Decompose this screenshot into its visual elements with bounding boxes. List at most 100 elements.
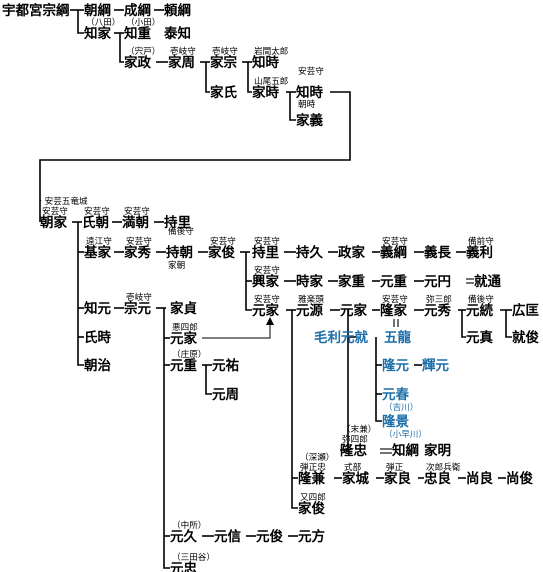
person-yoritsuna: 頼綱 xyxy=(164,2,191,19)
person-note: （深瀬） xyxy=(300,451,334,463)
person-note: 安芸守 xyxy=(210,235,236,247)
person-note: 備後守 xyxy=(168,225,194,237)
person-name: 隆家 xyxy=(380,302,407,319)
person-motokata: 元方 xyxy=(298,528,325,545)
person-name: 家俊 xyxy=(298,500,325,517)
person-takakane: 隆兼（深瀬）弾正忠 xyxy=(298,451,334,487)
person-name: 家貞 xyxy=(170,300,197,317)
person-name: 元重 xyxy=(170,357,197,374)
person-name: 頼綱 xyxy=(164,2,191,19)
person-note: 又四郎 xyxy=(300,491,326,503)
person-note: 弾正 xyxy=(386,461,404,473)
person-name: 義長 xyxy=(424,244,451,261)
person-goryu: 五龍 xyxy=(384,329,411,346)
person-name: 氏朝 xyxy=(82,214,109,231)
person-name: 広匡 xyxy=(512,302,540,319)
person-name: 家氏 xyxy=(210,84,237,101)
person-name: 家明 xyxy=(424,442,451,459)
person-name: 元家 xyxy=(252,302,279,319)
person-name: 元秀 xyxy=(424,302,451,319)
person-tomotsuna2: 知綱 xyxy=(392,442,419,459)
person-name: 義利 xyxy=(466,244,493,261)
person-name: 家政 xyxy=(124,54,151,71)
person-note: 安芸守 xyxy=(254,235,280,247)
person-tomoshige: 知重（小田） xyxy=(124,17,160,42)
person-narutsuna: 成綱 xyxy=(124,2,151,19)
person-name: 隆元 xyxy=(382,357,409,374)
person-motoie2: 元家 xyxy=(340,302,367,319)
person-name: 知重 xyxy=(124,25,151,42)
person-note: 次郎兵衛 xyxy=(426,461,461,473)
person-note: 安芸守 xyxy=(298,65,324,77)
person-name: 政家 xyxy=(338,244,365,261)
person-note: （庄原） xyxy=(172,348,206,360)
person-name: 家時 xyxy=(252,84,279,101)
person-motonobu: 元信 xyxy=(214,528,241,545)
person-hiromasa: 広匡 xyxy=(512,302,540,319)
connector-lines xyxy=(39,9,512,569)
person-note: 備後守 xyxy=(468,293,494,305)
person-name: 元俊 xyxy=(256,528,283,545)
person-note: （小田） xyxy=(126,17,160,28)
person-tokiie: 時家 xyxy=(296,273,323,290)
person-yasutomo: 泰知 xyxy=(163,25,191,42)
person-name: 就俊 xyxy=(512,329,540,346)
person-note: 悪四郎 xyxy=(172,321,198,333)
person-name: 尚良 xyxy=(466,470,493,487)
person-motodada: 元忠（三田谷） xyxy=(170,552,215,572)
person-terumoto: 輝元 xyxy=(422,357,449,374)
person-name: 元久 xyxy=(170,528,197,545)
person-note: 壱岐守 xyxy=(170,45,196,57)
person-name: 家周 xyxy=(168,54,195,71)
person-ujitoki: 氏時 xyxy=(84,329,111,346)
person-takamoto: 隆元 xyxy=(382,357,409,374)
person-note: （三田谷） xyxy=(172,552,215,563)
person-naritoshi: 就俊 xyxy=(512,329,540,346)
person-name: 成綱 xyxy=(124,2,151,19)
person-name: 家秀 xyxy=(124,244,151,261)
person-name: 毛利元就 xyxy=(314,329,368,346)
person-name: 元祐 xyxy=(212,357,239,374)
person-iemasa: 家政（宍戸） xyxy=(124,45,160,71)
person-name: 就通 xyxy=(474,273,501,290)
person-name: 元方 xyxy=(298,528,325,545)
person-name: 忠良 xyxy=(424,470,451,487)
person-note: 安芸守 xyxy=(42,205,68,217)
person-tomoie3: 知元 xyxy=(84,300,111,317)
person-note: 安芸守 xyxy=(84,205,110,217)
person-ieshige: 家重 xyxy=(338,273,365,290)
person-motoshige2: 元重（庄原） xyxy=(170,348,206,374)
person-name: 隆景 xyxy=(382,413,409,430)
person-tomoharu: 朝治 xyxy=(84,357,111,374)
person-narimichi: 就通 xyxy=(474,273,501,290)
person-note: 弥四郎 xyxy=(342,433,368,445)
person-motochika: 元周 xyxy=(212,387,239,403)
person-name: 知家 xyxy=(84,25,111,42)
person-name: 朝治 xyxy=(84,357,111,374)
person-name: 泰知 xyxy=(163,25,191,42)
person-name: 元続 xyxy=(466,302,493,319)
person-name: 知時 xyxy=(252,54,279,71)
person-note: 安芸守 xyxy=(382,293,408,305)
person-name: 元真 xyxy=(466,329,493,346)
person-note: 備前守 xyxy=(468,235,494,247)
person-name: 朝家 xyxy=(40,214,67,231)
